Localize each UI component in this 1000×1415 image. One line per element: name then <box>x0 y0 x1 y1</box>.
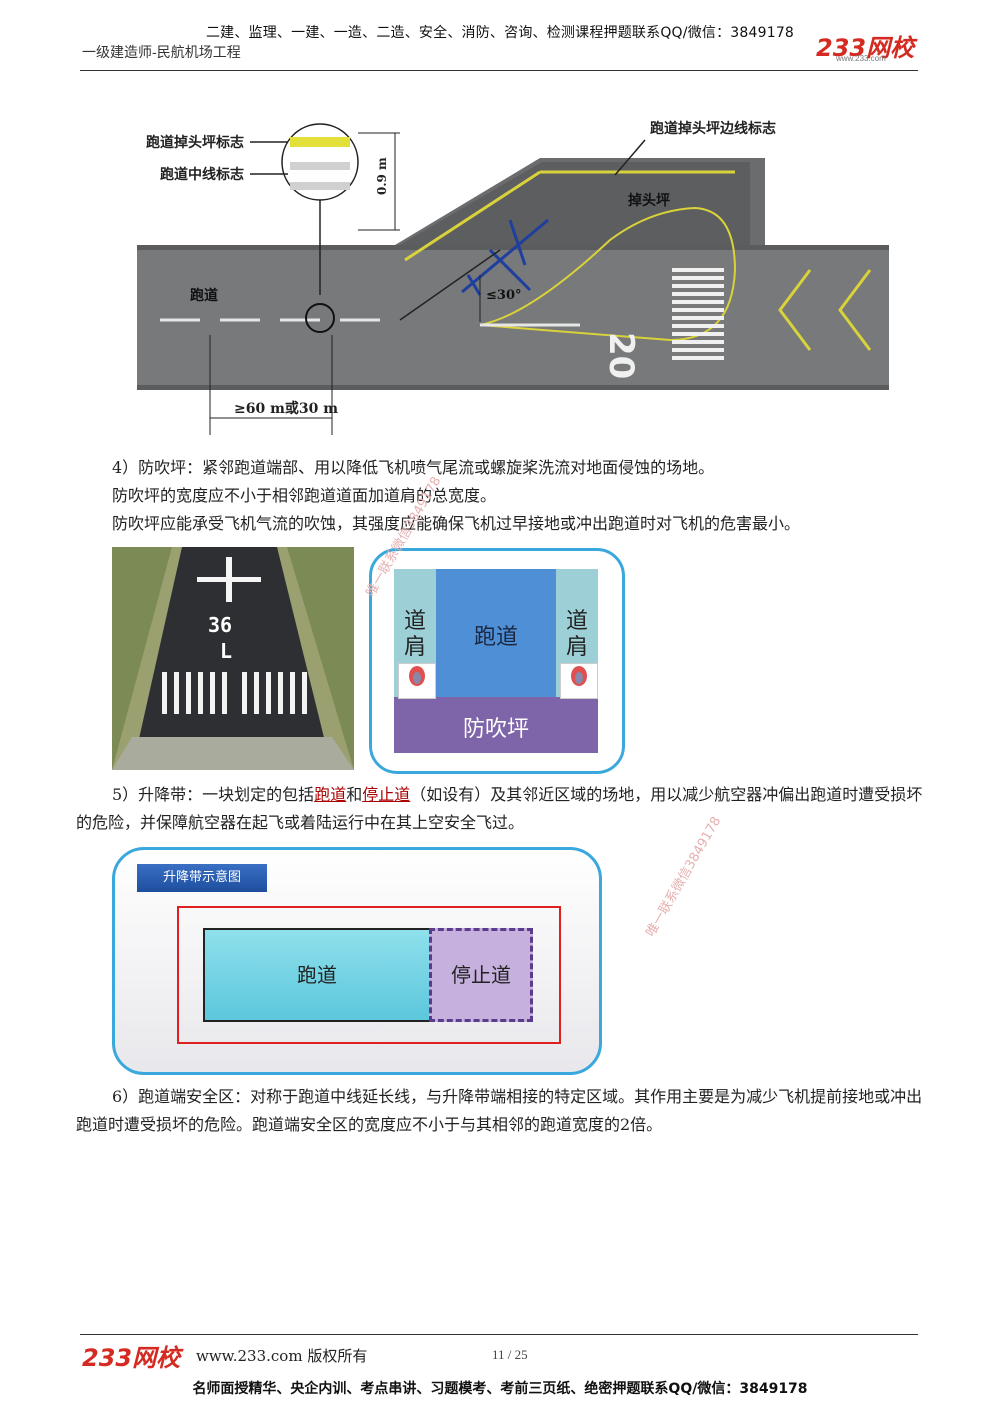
footer-logo: 233网校 <box>82 1344 181 1372</box>
blast-pad-diagram: 道 肩 道 肩 跑道 防吹坪 <box>369 548 625 774</box>
airplane-photo-icon <box>197 557 261 602</box>
shoulder-left-label: 道 肩 <box>403 609 426 660</box>
label-edge-mark: 跑道掉头坪边线标志 <box>650 121 776 137</box>
link-runway[interactable]: 跑道 <box>314 785 347 804</box>
label-runway: 跑道 <box>190 288 218 304</box>
strip-boundary <box>177 906 561 1044</box>
header-logo-url: www.233.com <box>836 54 886 63</box>
section-6-paragraph: 6）跑道端安全区：对称于跑道中线延长线，与升降带端相接的特定区域。其作用主要是为… <box>76 1087 923 1134</box>
runway-block-label: 跑道 <box>473 625 518 650</box>
header-logo: 233网校 <box>816 34 915 62</box>
label-distance: ≥60 m或30 m <box>234 401 339 417</box>
footer-divider <box>80 1334 918 1335</box>
label-height: 0.9 m <box>375 157 389 195</box>
link-stopway[interactable]: 停止道 <box>362 785 411 804</box>
footer-bottom-line: 名师面授精华、央企内训、考点串讲、习题模考、考前三页纸、绝密押题联系QQ/微信：… <box>192 1381 808 1397</box>
header-subtitle: 一级建造师-民航机场工程 <box>82 45 241 61</box>
engine-icon-right <box>560 663 598 699</box>
strip-tag: 升降带示意图 <box>137 864 267 892</box>
strip-stopway: 停止道 <box>429 928 533 1022</box>
shoulder-right-label: 道 肩 <box>565 609 588 660</box>
page-number: 11 / 25 <box>492 1347 528 1362</box>
runway-strip-diagram: 升降带示意图 跑道 停止道 <box>112 847 602 1075</box>
label-turnpad-mark: 跑道掉头坪标志 <box>146 135 244 151</box>
airplane-icon <box>461 218 549 296</box>
threshold-bars <box>672 268 724 360</box>
strip-runway: 跑道 <box>203 928 431 1022</box>
turn-pad-diagram: 20 <box>137 123 889 435</box>
runway-block <box>436 569 556 697</box>
section-4-text: 4）防吹坪：紧邻跑道端部、用以降低飞机喷气尾流或螺旋桨洗流对地面侵蚀的场地。 防… <box>76 454 926 538</box>
label-centerline-mark: 跑道中线标志 <box>160 167 244 183</box>
section-5-prefix: 5）升降带：一块划定的包括 <box>112 785 315 804</box>
runway-photo: 36 L <box>112 547 354 770</box>
section-5-suffix: （如设有）及其邻近区域的场地，用以减少航空器冲偏出跑道时遭受损坏的危险，并保障航… <box>76 785 923 832</box>
label-turnpad: 掉头坪 <box>628 193 670 209</box>
blast-pad-block <box>394 697 598 753</box>
blast-pad-label: 防吹坪 <box>462 717 529 742</box>
footer-url: www.233.com 版权所有 <box>196 1347 368 1365</box>
figure-turn-pad: 20 跑道掉头坪标志 跑道中线标志 跑道掉头坪边线标志 掉头坪 跑道 0.9 m… <box>110 100 900 445</box>
engine-icon-left <box>398 663 436 699</box>
section-4-line-3: 防吹坪应能承受飞机气流的吹蚀，其强度应能确保飞机过早接地或冲出跑道时对飞机的危害… <box>112 514 801 533</box>
photo-text-bottom: L <box>220 639 233 663</box>
section-5-text: 5）升降带：一块划定的包括跑道和停止道（如设有）及其邻近区域的场地，用以减少航空… <box>76 781 926 837</box>
header-divider <box>80 70 918 71</box>
label-angle: ≤30° <box>486 288 522 303</box>
section-5-mid: 和 <box>346 785 363 804</box>
runway-number: 20 <box>601 332 641 379</box>
runway-photo-art <box>112 547 354 770</box>
section-4-line-1: 4）防吹坪：紧邻跑道端部、用以降低飞机喷气尾流或螺旋桨洗流对地面侵蚀的场地。 <box>112 458 715 477</box>
header-top-line: 二建、监理、一建、一造、二造、安全、消防、咨询、检测课程押题联系QQ/微信：38… <box>205 25 795 41</box>
section-6-text: 6）跑道端安全区：对称于跑道中线延长线，与升降带端相接的特定区域。其作用主要是为… <box>76 1083 926 1139</box>
section-4-line-2: 防吹坪的宽度应不小于相邻跑道道面加道肩的总宽度。 <box>112 486 497 505</box>
photo-text-top: 36 <box>208 613 233 637</box>
